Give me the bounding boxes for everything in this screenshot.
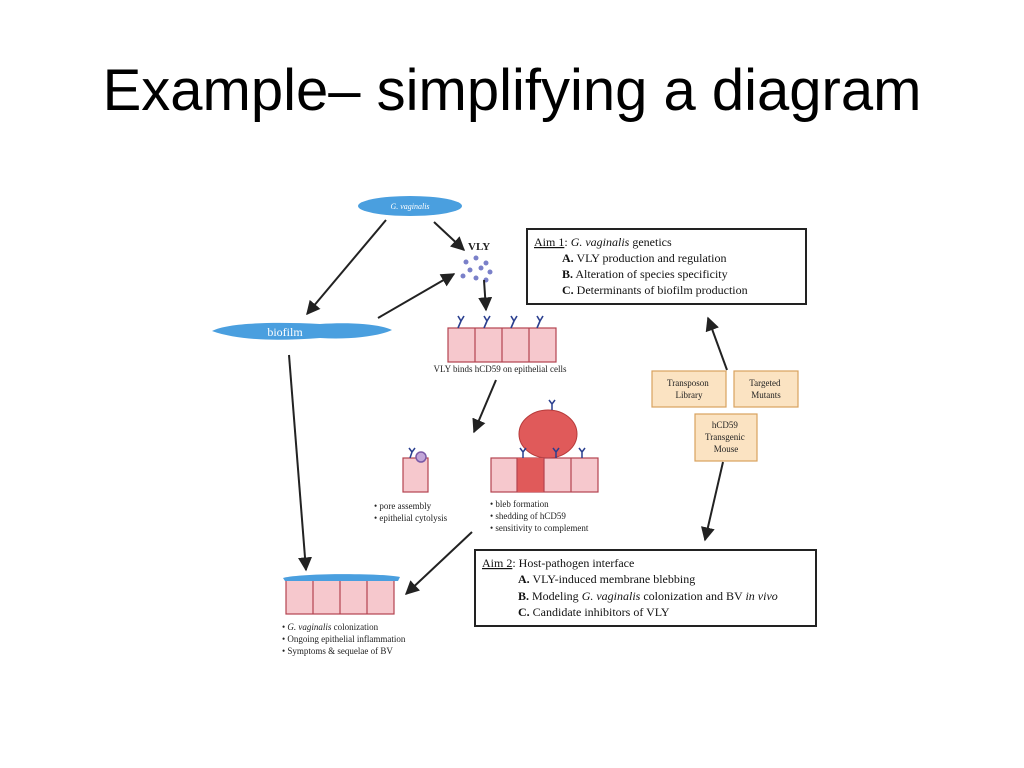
bleb-list-item-2: • shedding of hCD59 bbox=[490, 511, 566, 521]
aim2-label: Aim 2 bbox=[482, 556, 512, 570]
aim1-label: Aim 1 bbox=[534, 235, 564, 249]
bottom-list-item-1: colonization bbox=[334, 622, 379, 632]
transposon-library-box: Transposon Library bbox=[651, 370, 727, 408]
transposon-line-1: Transposon bbox=[667, 378, 709, 388]
pore-list-item-2: • epithelial cytolysis bbox=[374, 513, 448, 523]
bottom-list-italic: G. vaginalis bbox=[287, 622, 331, 632]
aim1-item-a: VLY production and regulation bbox=[576, 251, 726, 265]
aim1-item-b: Alteration of species specificity bbox=[575, 267, 727, 281]
targeted-mutants-box: Targeted Mutants bbox=[733, 370, 799, 408]
aim2-box: Aim 2: Host-pathogen interface A. VLY-in… bbox=[474, 549, 817, 627]
aim2-item-b-pre: Modeling bbox=[532, 589, 579, 603]
g-vaginalis-oval: G. vaginalis bbox=[358, 196, 462, 216]
aim1-heading: Aim 1: G. vaginalis genetics bbox=[534, 235, 672, 249]
aim2-items: A. VLY-induced membrane blebbing B. Mode… bbox=[518, 572, 781, 619]
targeted-line-2: Mutants bbox=[751, 390, 781, 400]
vly-binds-caption: VLY binds hCD59 on epithelial cells bbox=[434, 364, 567, 374]
transposon-line-2: Library bbox=[676, 390, 703, 400]
svg-text:Transposon Library: Transposon Library bbox=[667, 378, 711, 400]
hcd59-line-2: Transgenic bbox=[705, 432, 745, 442]
aim2-item-b-italic1: G. vaginalis bbox=[582, 589, 641, 603]
aim2-rest: : Host-pathogen interface bbox=[512, 556, 634, 570]
aim2-item-b-mid: colonization and BV bbox=[643, 589, 743, 603]
aim2-item-c-letter: C. bbox=[518, 605, 530, 619]
g-vaginalis-oval-label: G. vaginalis bbox=[390, 202, 429, 211]
pore-list: • pore assembly • epithelial cytolysis bbox=[374, 501, 448, 523]
aim2-heading: Aim 2: Host-pathogen interface bbox=[482, 556, 634, 570]
aim1-item-c-letter: C. bbox=[562, 283, 574, 297]
aim1-items: A. VLY production and regulation B. Alte… bbox=[562, 251, 748, 297]
aim2-item-a: VLY-induced membrane blebbing bbox=[532, 572, 695, 586]
pore-cell bbox=[402, 447, 429, 493]
bottom-list-item-2: • Ongoing epithelial inflammation bbox=[282, 634, 406, 644]
aim1-item-b-letter: B. bbox=[562, 267, 573, 281]
aim2-item-b-italic2: in vivo bbox=[745, 589, 777, 603]
aim1-item-c: Determinants of biofilm production bbox=[577, 283, 748, 297]
svg-text:hCD59 Transgenic M: hCD59 Transgenic Mouse bbox=[705, 420, 747, 454]
hcd59-line-1: hCD59 bbox=[712, 420, 739, 430]
epithelial-cells-top bbox=[447, 315, 557, 363]
aim1-italic: G. vaginalis bbox=[571, 235, 630, 249]
vly-toxin-dots bbox=[460, 255, 493, 283]
hcd59-line-3: Mouse bbox=[714, 444, 739, 454]
aim1-box: Aim 1: G. vaginalis genetics A. VLY prod… bbox=[526, 228, 807, 305]
targeted-line-1: Targeted bbox=[749, 378, 781, 388]
aim1-rest: genetics bbox=[632, 235, 672, 249]
hcd59-mouse-box: hCD59 Transgenic Mouse bbox=[694, 413, 758, 462]
bleb-list-item-3: • sensitivity to complement bbox=[490, 523, 589, 533]
slide-title: Example– simplifying a diagram bbox=[102, 58, 922, 123]
bleb-cells bbox=[490, 399, 599, 493]
bleb-list: • bleb formation • shedding of hCD59 • s… bbox=[490, 499, 589, 533]
pore-list-item-1: • pore assembly bbox=[374, 501, 432, 511]
bottom-list-item-3: • Symptoms & sequelae of BV bbox=[282, 646, 393, 656]
biofilm-label: biofilm bbox=[267, 325, 303, 339]
aim1-item-a-letter: A. bbox=[562, 251, 574, 265]
bottom-bullet: • bbox=[282, 622, 285, 632]
svg-text:Targeted Mutants: Targeted Mutants bbox=[749, 378, 782, 400]
epithelial-cells-bottom bbox=[283, 574, 400, 615]
aim2-item-b-letter: B. bbox=[518, 589, 529, 603]
aim2-item-a-letter: A. bbox=[518, 572, 530, 586]
flow-arrows bbox=[288, 219, 728, 595]
bleb-list-item-1: • bleb formation bbox=[490, 499, 549, 509]
vly-label: VLY bbox=[468, 241, 490, 253]
biofilm-shape: biofilm bbox=[212, 322, 392, 340]
aim2-item-c: Candidate inhibitors of VLY bbox=[533, 605, 670, 619]
bottom-list: • G. vaginalis colonization • Ongoing ep… bbox=[282, 622, 408, 656]
